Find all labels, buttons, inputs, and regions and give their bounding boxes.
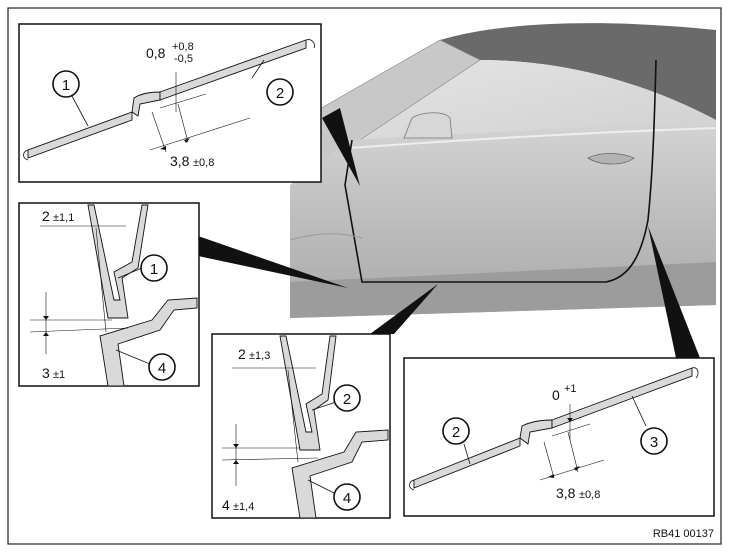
dim-gap-main: 2 — [42, 208, 50, 224]
detail-box — [18, 23, 322, 183]
callout-2: 2 — [452, 424, 460, 441]
door-hem-flange — [87, 204, 149, 319]
panel-2-flange — [519, 419, 553, 445]
door-hem-flange — [279, 335, 337, 451]
panel-1 — [27, 111, 133, 159]
callout-1: 1 — [62, 77, 70, 94]
arrow-head — [233, 444, 239, 448]
callout-2: 2 — [343, 391, 351, 408]
panel-end — [23, 149, 29, 161]
arrow-head — [548, 474, 554, 478]
leader-line — [311, 401, 337, 411]
dim-line — [551, 423, 591, 437]
dim-gap-plus: +1 — [564, 383, 577, 395]
body-sill-panel — [99, 297, 198, 387]
leader-wedge-middle — [370, 284, 438, 334]
leader-line — [115, 349, 151, 365]
figure-id: RB41 00137 — [653, 528, 714, 540]
dim-line — [149, 117, 251, 151]
callout-circle-1 — [140, 254, 168, 282]
dim-gap-tol: ±1,1 — [53, 212, 74, 224]
arrow-head — [43, 316, 49, 320]
door-handle — [587, 153, 635, 165]
dim-ext — [567, 431, 579, 473]
arrow-head — [160, 146, 166, 150]
callout-circle-3 — [640, 427, 668, 455]
dim-height-main: 4 — [222, 497, 230, 513]
detail-middle: 2 4 2 ±1,3 4 ±1,4 — [211, 333, 391, 519]
dim-overlap-tol: ±0,8 — [193, 157, 214, 169]
leader-line — [117, 267, 143, 279]
callout-circle-2 — [266, 78, 294, 106]
dim-gap-main: 0 — [552, 387, 560, 403]
leader-line — [307, 479, 337, 495]
callout-4: 4 — [343, 490, 351, 507]
car-illustration — [289, 23, 717, 318]
body-sill-panel — [291, 429, 389, 519]
detail-top-left: 1 2 0,8 +0,8 -0,5 3,8 ±0,8 — [18, 23, 322, 183]
dim-gap-main: 2 — [238, 346, 246, 362]
dim-overlap-tol: ±0,8 — [579, 489, 600, 501]
callout-circle-1 — [52, 70, 80, 98]
panel-1-flange — [131, 91, 161, 117]
dim-gap-tol: ±1,3 — [249, 350, 270, 362]
panel-end — [409, 479, 415, 491]
soft-top — [440, 23, 716, 120]
callout-circle-2 — [333, 384, 361, 412]
leader-line — [251, 59, 265, 79]
detail-left: 1 4 2 ±1,1 3 ±1 — [18, 202, 200, 387]
dim-height-tol: ±1 — [53, 369, 65, 381]
detail-right: 2 3 0 +1 3,8 ±0,8 — [403, 357, 715, 517]
side-mirror — [403, 112, 453, 139]
callout-circle-4 — [148, 353, 176, 381]
dim-line — [159, 93, 207, 109]
panel-end — [691, 367, 699, 379]
dim-ext — [287, 369, 299, 463]
door-outline — [344, 59, 657, 283]
shoulder-line — [349, 127, 717, 149]
arrow-head — [43, 332, 49, 336]
panel-3 — [551, 367, 693, 429]
arrow-head — [574, 466, 580, 471]
callout-1: 1 — [150, 261, 158, 278]
callout-2: 2 — [276, 85, 284, 102]
dim-line — [29, 327, 129, 333]
dim-overlap-main: 3,8 — [556, 485, 576, 501]
dim-gap-main: 0,8 — [146, 45, 166, 61]
dim-overlap-main: 3,8 — [170, 153, 190, 169]
dim-line — [221, 457, 319, 461]
callout-3: 3 — [650, 434, 658, 451]
dim-ext — [177, 103, 189, 143]
panel-2 — [413, 437, 521, 489]
dim-ext — [95, 227, 107, 333]
leader-wedge-left — [198, 236, 348, 288]
callout-circle-4 — [333, 483, 361, 511]
fender-line — [289, 233, 363, 241]
leader-wedge-right — [648, 226, 700, 358]
callout-circle-2 — [442, 417, 470, 445]
dim-gap-plus: +0,8 — [172, 41, 194, 53]
arrow-head — [184, 138, 190, 143]
leader-line — [71, 95, 89, 127]
dim-height-main: 3 — [42, 365, 50, 381]
dim-gap-minus: -0,5 — [174, 53, 193, 65]
dim-ext — [543, 441, 555, 479]
dim-height-tol: ±1,4 — [233, 501, 254, 513]
arrow-head — [567, 418, 573, 422]
leader-line — [463, 443, 471, 465]
leader-wedge-top-left — [322, 108, 360, 186]
callout-4: 4 — [158, 360, 166, 377]
panel-end — [305, 39, 315, 49]
panel-2 — [159, 39, 307, 101]
leader-line — [631, 395, 647, 427]
arrow-head — [233, 460, 239, 464]
side-sill — [290, 262, 716, 318]
